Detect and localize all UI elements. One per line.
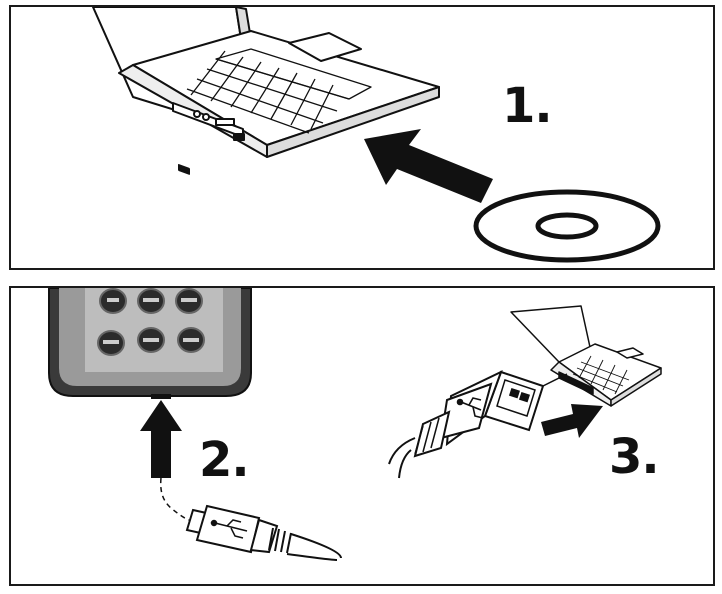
step2-3-illustration: [48, 288, 662, 561]
handheld-device-icon: [48, 288, 252, 399]
step1-illustration: [92, 7, 661, 263]
laptop-icon: [510, 305, 662, 407]
step-label-3: 3.: [609, 429, 660, 485]
usb-a-plug-icon: [388, 370, 568, 479]
laptop-icon: [92, 7, 440, 175]
arrow-icon: [364, 129, 493, 203]
step-label-1: 1.: [502, 78, 553, 134]
usb-symbol-icon: [210, 519, 248, 539]
arrow-up-icon: [140, 400, 182, 478]
mini-usb-plug-icon: [185, 504, 342, 561]
arrow-icon: [541, 404, 603, 438]
cd-disc-icon: [473, 189, 661, 263]
step-label-2: 2.: [199, 432, 250, 488]
step2-3-panel: 2. 3.: [9, 286, 715, 586]
step1-panel: 1.: [9, 5, 715, 270]
usb-symbol-icon: [456, 397, 484, 419]
